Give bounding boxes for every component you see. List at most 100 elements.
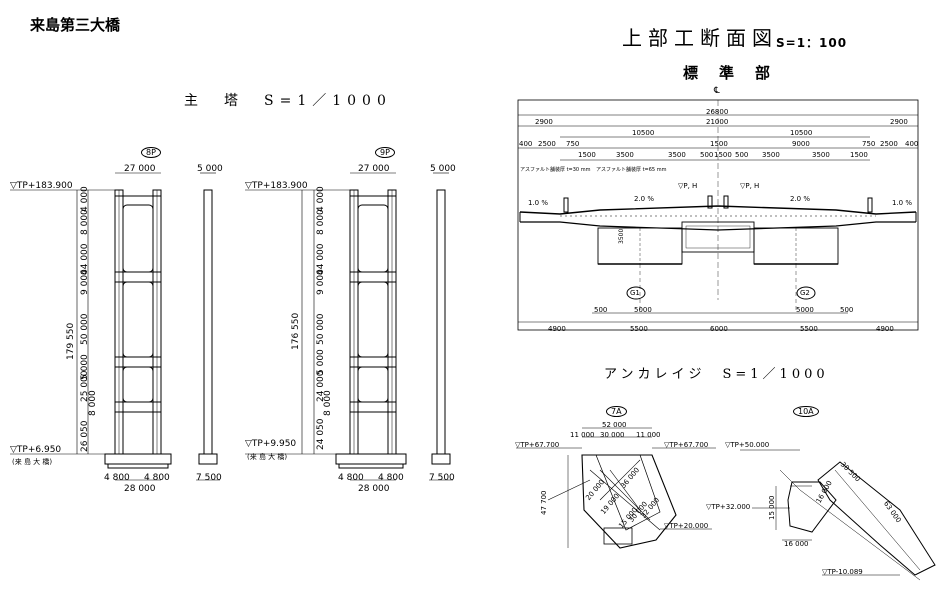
anchorage-10a-mid-level: ▽TP+32.000 xyxy=(706,503,751,511)
anchorage-heading: アンカレイジ S=1／1000 xyxy=(604,367,829,382)
anchorage-7a-part1: 11 000 xyxy=(570,431,595,439)
anchorage-7a xyxy=(516,427,716,549)
section-bottom-1: 4900 xyxy=(548,325,566,333)
section-row5-5: 1500 xyxy=(714,151,732,159)
pier-label-9p: 9P xyxy=(375,140,395,159)
anchorage-7a-top-left: ▽TP+67.700 xyxy=(515,441,560,449)
section-row2-center: 21000 xyxy=(706,118,729,126)
tower-9p-base-width: 28 000 xyxy=(358,484,390,494)
anchorage-10a-top-level: ▽TP+50.000 xyxy=(725,441,770,449)
tower-8p-total-height: 179 550 xyxy=(66,322,76,360)
pier-label-8p: 8P xyxy=(141,140,161,159)
anchorage-10a xyxy=(740,449,936,581)
tower-8p-leg2: 4 800 xyxy=(144,473,170,483)
section-slope-inner-right: 2.0 % xyxy=(790,195,811,203)
section-heading: 上部工断面図 xyxy=(622,26,778,50)
section-row5-7: 3500 xyxy=(762,151,780,159)
section-g1: G1 xyxy=(630,289,640,297)
section-row5-2: 3500 xyxy=(616,151,634,159)
section-row5-6: 500 xyxy=(735,151,749,159)
section-bottom-3: 6000 xyxy=(710,325,728,333)
tower-9p-seg-2: 8 000 xyxy=(316,209,326,235)
anchorage-7a-bottom-level: ▽TP+20.000 xyxy=(664,522,709,530)
tower-8p-base-width: 28 000 xyxy=(124,484,156,494)
section-row4-7: 2500 xyxy=(880,140,898,148)
section-bottom-inner-1: 500 xyxy=(594,306,608,314)
tower-8p-front xyxy=(10,172,172,481)
anchorage-10a-label: 10A xyxy=(793,399,819,418)
bridge-name: 来島第三大橋 xyxy=(30,16,121,34)
section-row5-4: 500 xyxy=(700,151,714,159)
tower-8p-top-level: ▽TP+183.900 xyxy=(10,181,73,191)
cross-section xyxy=(517,99,919,331)
tower-8p-seg-4: 9 000 xyxy=(80,269,90,295)
tower-9p-seg-9: 24 050 xyxy=(316,418,326,451)
tower-9p-side xyxy=(429,172,453,481)
section-row5-1: 1500 xyxy=(578,151,596,159)
tower-8p-seg-5: 50 000 xyxy=(80,313,90,346)
tower-8p-side-width: 5 000 xyxy=(197,164,223,174)
tower-9p-bottom-note: (来 島 大 橋) xyxy=(247,453,288,461)
tower-8p-side xyxy=(196,172,220,481)
anchorage-7a-height: 47 700 xyxy=(540,490,548,516)
section-asphalt-1: アスファルト舗装厚 t=30 mm xyxy=(520,167,591,173)
section-row4-8: 400 xyxy=(905,140,919,148)
tower-9p-front xyxy=(245,172,407,481)
tower-9p-seg-5: 50 000 xyxy=(316,313,326,346)
tower-9p-bottom-level: ▽TP+9.950 xyxy=(245,439,297,449)
tower-9p-leg1: 4 800 xyxy=(338,473,364,483)
section-bottom-inner-4: 500 xyxy=(840,306,854,314)
section-g2: G2 xyxy=(800,289,810,297)
anchorage-10a-w1: 16 000 xyxy=(784,540,809,548)
section-slope-inner-left: 2.0 % xyxy=(634,195,655,203)
section-row4-1: 400 xyxy=(519,140,533,148)
tower-8p-seg-8: 8 000 xyxy=(88,390,98,416)
section-row2-left: 2900 xyxy=(535,118,553,126)
anchorage-7a-top-right: ▽TP+67.700 xyxy=(664,441,709,449)
section-bottom-inner-3: 5000 xyxy=(796,306,814,314)
tower-9p-side-width: 5 000 xyxy=(430,164,456,174)
section-slope-left: 1.0 % xyxy=(528,199,549,207)
tower-9p-top-level: ▽TP+183.900 xyxy=(245,181,308,191)
tower-8p-top-width: 27 000 xyxy=(124,164,156,174)
section-cb-left: ▽P, H xyxy=(678,182,698,190)
tower-9p-total-height: 176 550 xyxy=(291,312,301,350)
section-row5-3: 3500 xyxy=(668,151,686,159)
tower-8p-leg1: 4 800 xyxy=(104,473,130,483)
section-row4-4: 1500 xyxy=(710,140,728,148)
section-asphalt-2: アスファルト舗装厚 t=65 mm xyxy=(596,167,667,173)
section-row4-5: 9000 xyxy=(792,140,810,148)
anchorage-10a-bottom-level: ▽TP-10.089 xyxy=(822,568,863,576)
tower-heading: 主 塔 S=1／1000 xyxy=(184,93,392,109)
section-bottom-2: 5500 xyxy=(630,325,648,333)
tower-9p-leg2: 4 800 xyxy=(378,473,404,483)
section-row2-right: 2900 xyxy=(890,118,908,126)
anchorage-10a-h1: 15 000 xyxy=(768,495,776,521)
tower-9p-side-base: 7 500 xyxy=(429,473,455,483)
section-cb-right: ▽P, H xyxy=(740,182,760,190)
section-bottom-5: 4900 xyxy=(876,325,894,333)
anchorage-7a-part2: 30 000 xyxy=(600,431,625,439)
tower-9p-seg-8: 8 000 xyxy=(323,390,333,416)
section-row4-6: 750 xyxy=(862,140,876,148)
section-scale: S=1：100 xyxy=(776,36,848,50)
section-depth: 3500 xyxy=(618,228,625,244)
anchorage-7a-label: 7A xyxy=(606,399,627,418)
tower-8p-seg-2: 8 000 xyxy=(80,209,90,235)
section-total-width: 26800 xyxy=(706,108,729,116)
section-bottom-4: 5500 xyxy=(800,325,818,333)
section-bottom-inner-2: 5000 xyxy=(634,306,652,314)
section-subheading: 標 準 部 xyxy=(683,64,774,82)
section-slope-right: 1.0 % xyxy=(892,199,913,207)
tower-8p-side-base: 7 500 xyxy=(196,473,222,483)
section-row4-2: 2500 xyxy=(538,140,556,148)
section-row3-right: 10500 xyxy=(790,129,813,137)
section-row5-9: 1500 xyxy=(850,151,868,159)
tower-9p-seg-4: 9 000 xyxy=(316,269,326,295)
tower-8p-seg-9: 26 050 xyxy=(80,420,90,453)
tower-8p-bottom-level: ▽TP+6.950 xyxy=(10,445,62,455)
tower-8p-bottom-note: (来 島 大 橋) xyxy=(12,458,53,466)
anchorage-7a-part3: 11 000 xyxy=(636,431,661,439)
section-row3-left: 10500 xyxy=(632,129,655,137)
